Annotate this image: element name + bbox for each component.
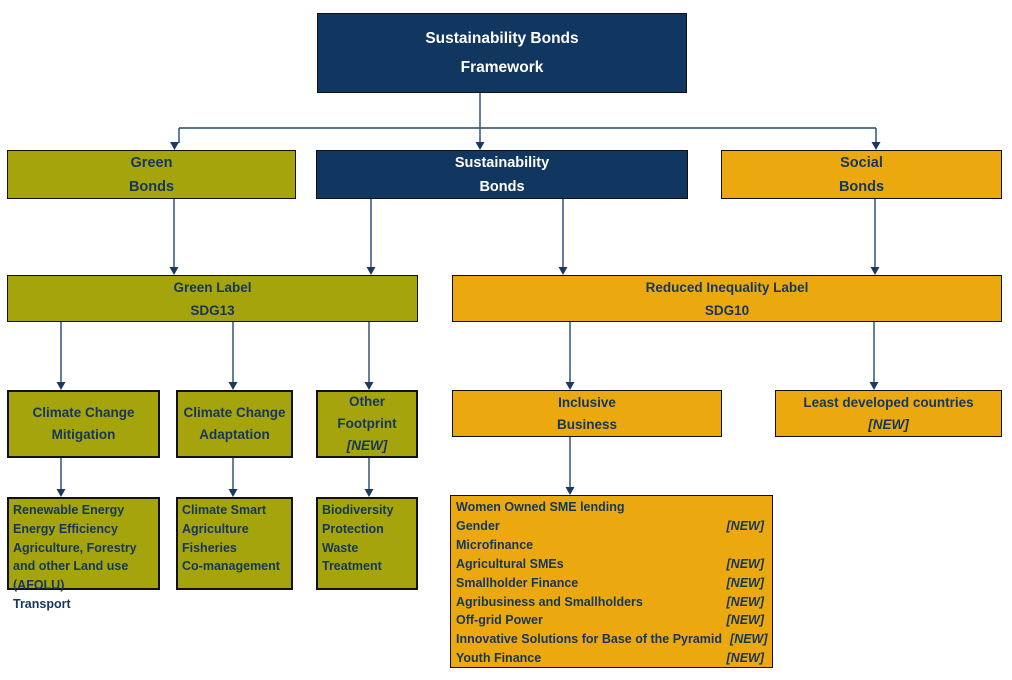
node-green-bonds: Green Bonds: [7, 150, 296, 199]
node-least-developed-countries: Least developed countries [NEW]: [775, 390, 1002, 437]
node-sustainability-bonds-framework: Sustainability Bonds Framework: [317, 13, 687, 93]
item-label: Off-grid Power: [456, 613, 543, 628]
new-badge: [NEW]: [726, 556, 765, 571]
list-item: Women Owned SME lending: [456, 498, 764, 517]
node-label: SDG13: [190, 302, 235, 318]
node-label: Bonds: [838, 178, 885, 195]
list-item: Microfinance: [456, 536, 764, 555]
new-badge: [NEW]: [726, 594, 765, 609]
node-mitigation-items: Renewable Energy Energy Efficiency Agric…: [7, 497, 160, 611]
node-label: Climate Change: [183, 405, 286, 420]
item-label: Women Owned SME lending: [456, 500, 625, 514]
node-label: Social: [840, 154, 883, 171]
node-label: Mitigation: [51, 427, 116, 442]
item-label: Agribusiness and Smallholders: [456, 594, 643, 609]
node-inclusive-business: Inclusive Business: [452, 390, 722, 437]
new-badge: [NEW]: [726, 613, 765, 628]
list-item: Fisheries: [182, 540, 237, 555]
list-item: Biodiversity Protection: [322, 503, 394, 536]
list-item: Climate Smart Agriculture: [182, 503, 267, 536]
item-label: Agricultural SMEs: [456, 556, 564, 571]
node-reduced-inequality-label-sdg10: Reduced Inequality Label SDG10: [452, 275, 1002, 322]
item-label: Gender: [456, 518, 500, 533]
list-item: Co-management: [182, 559, 280, 574]
node-footprint-items: Biodiversity Protection Waste Treatment: [316, 497, 418, 590]
item-label: Innovative Solutions for Base of the Pyr…: [456, 632, 723, 647]
node-inclusive-business-items: Women Owned SME lending Gender [NEW] Mic…: [450, 495, 773, 668]
new-badge: [NEW]: [868, 416, 909, 432]
list-item: Innovative Solutions for Base of the Pyr…: [456, 630, 768, 649]
list-item: Transport: [13, 596, 71, 611]
item-label: Microfinance: [456, 537, 534, 552]
node-label: Bonds: [479, 178, 525, 195]
list-item: Agribusiness and Smallholders [NEW]: [456, 593, 764, 612]
node-climate-change-mitigation: Climate Change Mitigation: [7, 390, 160, 458]
new-badge: [NEW]: [726, 651, 765, 666]
node-label: Framework: [460, 59, 544, 76]
list-item: Renewable Energy: [13, 503, 125, 517]
node-label: Climate Change: [32, 405, 135, 420]
list-item: Off-grid Power [NEW]: [456, 611, 764, 630]
list-item: Smallholder Finance [NEW]: [456, 574, 764, 593]
node-sustainability-bonds: Sustainability Bonds: [316, 150, 688, 199]
node-label: Green: [130, 154, 173, 171]
node-other-footprint: Other Footprint [NEW]: [316, 390, 418, 458]
node-label: Bonds: [128, 178, 175, 195]
node-adaptation-items: Climate Smart Agriculture Fisheries Co-m…: [176, 497, 293, 590]
node-label: Footprint: [337, 416, 397, 431]
node-label: Inclusive: [558, 394, 616, 410]
list-item: Energy Efficiency: [13, 521, 118, 536]
new-badge: [NEW]: [726, 575, 765, 590]
item-label: Smallholder Finance: [456, 575, 579, 590]
list-item: Agriculture, Forestry and other Land use…: [13, 540, 137, 593]
list-item: Youth Finance [NEW]: [456, 649, 764, 668]
list-item: Agricultural SMEs [NEW]: [456, 555, 764, 574]
node-label: Adaptation: [199, 427, 270, 442]
list-item: Waste Treatment: [322, 540, 382, 574]
node-label: Business: [556, 416, 618, 432]
list-item: Gender [NEW]: [456, 517, 764, 536]
new-badge: [NEW]: [726, 518, 765, 533]
node-label: Sustainability Bonds: [425, 30, 579, 47]
new-badge: [NEW]: [730, 632, 768, 647]
item-label: Youth Finance: [456, 651, 542, 666]
arrowheads: [56, 142, 881, 497]
node-label: SDG10: [704, 302, 750, 318]
node-label: Reduced Inequality Label: [645, 279, 809, 295]
new-badge: [NEW]: [346, 438, 388, 453]
node-label: Other: [348, 394, 385, 409]
node-label: Least developed countries: [803, 394, 974, 410]
node-climate-change-adaptation: Climate Change Adaptation: [176, 390, 293, 458]
node-label: Sustainability: [454, 154, 550, 171]
node-social-bonds: Social Bonds: [721, 150, 1002, 199]
node-green-label-sdg13: Green Label SDG13: [7, 275, 418, 322]
node-label: Green Label: [173, 279, 252, 295]
